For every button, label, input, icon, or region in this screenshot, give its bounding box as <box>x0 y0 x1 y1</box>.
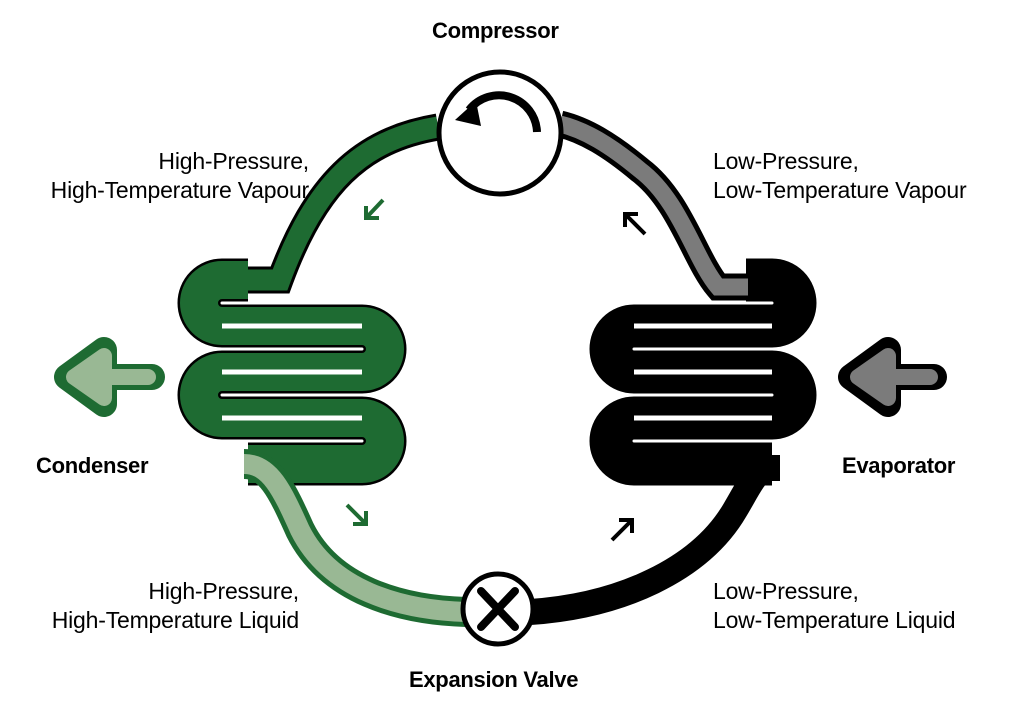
x-cross-icon <box>477 587 519 631</box>
compressor <box>436 69 564 197</box>
expansion-valve-label: Expansion Valve <box>409 667 579 692</box>
high-pressure-vapour-line-2: High-Temperature Vapour <box>50 177 310 203</box>
low-pressure-vapour-pipe <box>556 110 748 301</box>
high-pressure-vapour-pipe <box>248 113 441 294</box>
flow-arrow-up-right-icon <box>610 518 634 542</box>
low-pressure-liquid-label: Low-Pressure, Low-Temperature Liquid <box>713 577 956 635</box>
rotation-arrow-icon <box>455 91 541 133</box>
high-pressure-liquid-label: High-Pressure, High-Temperature Liquid <box>0 577 299 635</box>
low-pressure-vapour-line-2: Low-Temperature Vapour <box>713 177 967 203</box>
condenser-coil <box>177 258 407 486</box>
high-pressure-vapour-label: High-Pressure, High-Temperature Vapour <box>0 147 310 205</box>
high-pressure-vapour-line-1: High-Pressure, <box>158 148 309 174</box>
heat-in-arrow-icon <box>838 337 947 417</box>
expansion-valve <box>460 571 536 647</box>
low-pressure-vapour-line-1: Low-Pressure, <box>713 148 859 174</box>
high-pressure-liquid-pipe <box>242 449 467 627</box>
condenser-label: Condenser <box>36 453 149 478</box>
flow-arrow-down-right-icon <box>345 503 368 526</box>
compressor-label: Compressor <box>432 18 559 43</box>
evaporator-label: Evaporator <box>842 453 956 478</box>
high-pressure-liquid-line-1: High-Pressure, <box>148 578 299 604</box>
low-pressure-vapour-label: Low-Pressure, Low-Temperature Vapour <box>713 147 967 205</box>
flow-arrow-down-left-icon <box>364 198 385 220</box>
high-pressure-liquid-line-2: High-Temperature Liquid <box>51 607 299 633</box>
heat-out-arrow-icon <box>54 337 165 417</box>
low-pressure-liquid-line-2: Low-Temperature Liquid <box>713 607 956 633</box>
evaporator-coil <box>589 258 817 486</box>
flow-arrow-up-left-icon <box>623 212 647 236</box>
low-pressure-liquid-line-1: Low-Pressure, <box>713 578 859 604</box>
